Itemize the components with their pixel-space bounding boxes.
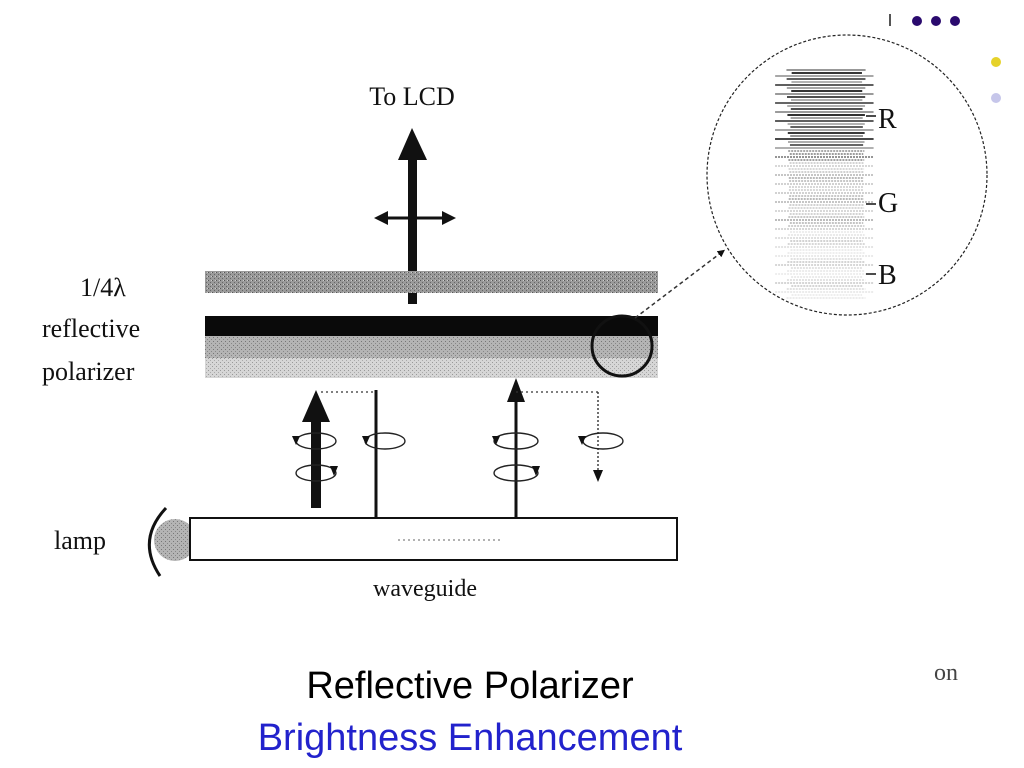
reflective-label: reflective [42,314,140,343]
blue-label: B [878,260,897,291]
polarizer-black-layer [205,316,658,336]
to-lcd-label: To LCD [369,82,455,111]
slide-title: Reflective Polarizer [306,665,634,707]
red-label: R [878,104,897,135]
purple-dot [912,16,922,26]
lamp-label: lamp [54,526,106,555]
purple-dot [950,16,960,26]
lamp-reflector [147,506,168,577]
green-label: G [878,188,898,219]
lamp-bulb [154,519,196,561]
light-path-4-down [593,392,603,482]
multilayer-stripes [775,69,874,299]
purple-dot [931,16,941,26]
decorative-dots [889,14,1001,103]
light-path-1-up [302,390,330,508]
side-text-fragment: on [934,660,958,686]
quarter-wave-plate [205,271,658,293]
polarizer-label: polarizer [42,357,135,386]
quarter-wave-label: 1/4λ [80,273,126,302]
polarizer-gray-layer [205,336,658,358]
purple-tick [889,14,891,26]
magnifier-pointer [634,249,725,319]
light-path-2-down [368,390,384,538]
magnifier-loop [590,314,654,378]
output-arrow [398,128,427,304]
polarization-arrow [374,211,456,225]
magnified-inset: R G B [706,34,988,316]
slide-subtitle: Brightness Enhancement [257,717,683,759]
waveguide-label: waveguide [373,576,477,602]
yellow-dot [991,57,1001,67]
reflective-polarizer-stack [205,316,658,378]
light-path-3-up [507,378,525,540]
circular-polarization-symbols [295,432,624,482]
waveguide-bar [189,517,678,561]
rotation-ticks [292,436,586,476]
polarizer-light-layer [205,358,658,378]
lavender-dot [991,93,1001,103]
